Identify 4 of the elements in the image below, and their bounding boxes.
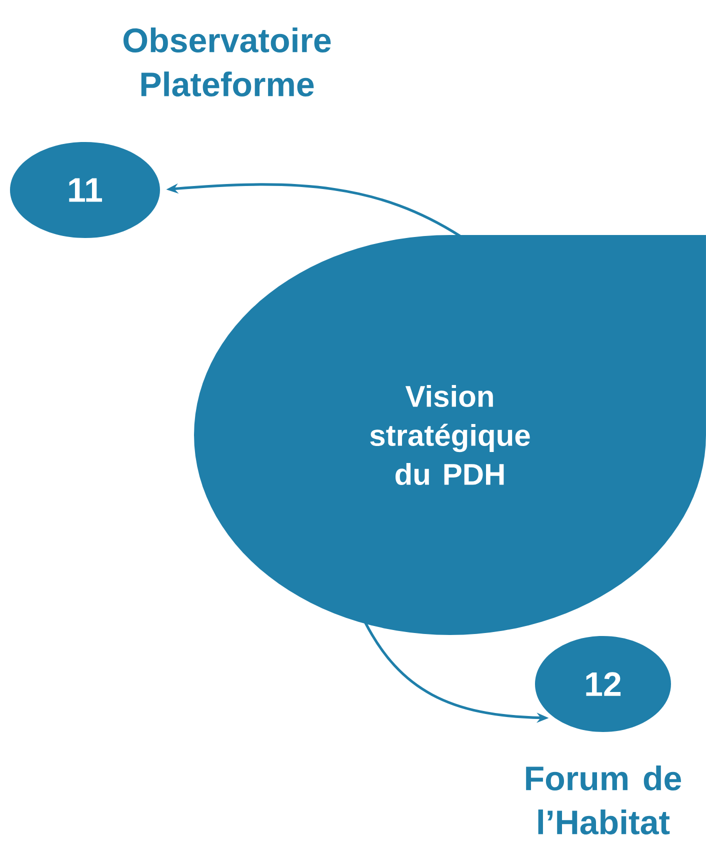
heading: Forum de l’Habitat bbox=[526, 766, 681, 834]
oval-badge: 12 bbox=[535, 636, 671, 732]
heading: Observatoire Plateforme bbox=[124, 28, 331, 96]
oval-badge: 11 bbox=[10, 142, 160, 238]
